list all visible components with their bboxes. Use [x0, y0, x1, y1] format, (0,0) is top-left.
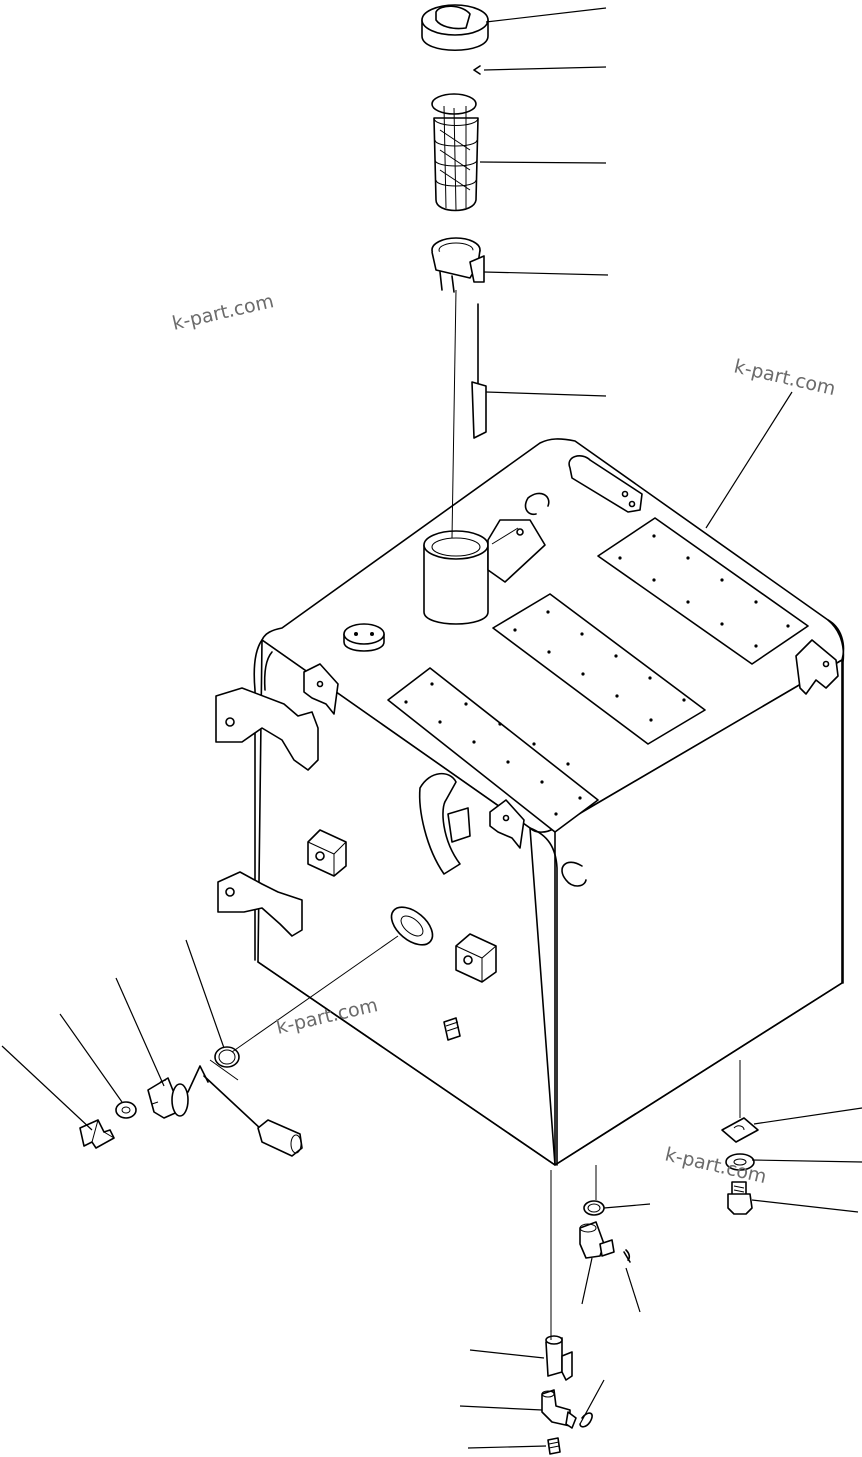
sensor-box-lower [455, 933, 497, 983]
drain-o-ring [583, 1200, 605, 1216]
top-cover-plate-left [387, 667, 599, 833]
watermark-text: k-part.com [663, 1143, 769, 1188]
assembly-center-lines [209, 289, 741, 1340]
mount-tab-front [489, 799, 525, 849]
watermark-text: k-part.com [732, 355, 838, 400]
drain-valve-tee [541, 1389, 577, 1429]
side-bracket-lower [217, 871, 303, 937]
level-gauge-rod [471, 303, 487, 439]
sender-float [257, 1119, 303, 1157]
side-hook [561, 861, 587, 887]
lock-plate [721, 1117, 759, 1143]
valve-pin [579, 1412, 593, 1428]
breather-hose [418, 772, 461, 875]
filler-adapter-ring [431, 237, 485, 293]
filler-neck [423, 519, 546, 625]
cap-pin [473, 65, 481, 75]
top-lifting-bracket [568, 455, 643, 513]
top-cover-plate-right [597, 517, 809, 665]
top-cover-plate-middle [492, 593, 706, 745]
filler-cap [421, 4, 489, 51]
top-hose-clip [524, 492, 550, 516]
valve-plug [547, 1437, 561, 1455]
vent-cap [343, 623, 385, 652]
tank-mount-bolt [727, 1181, 753, 1215]
drain-plug [443, 1017, 461, 1041]
washer [115, 1101, 137, 1119]
gauge-flange [390, 906, 434, 946]
mount-tab-left-rear [303, 663, 339, 715]
side-bracket-upper [215, 687, 319, 771]
fuel-level-sender [147, 1065, 263, 1131]
lock-washer [725, 1153, 755, 1171]
drain-valve-body [545, 1335, 573, 1381]
drain-elbow [579, 1221, 615, 1259]
filler-strainer [431, 93, 479, 212]
drain-pin [623, 1249, 631, 1263]
watermark-text: k-part.com [170, 290, 276, 335]
sensor-box-upper [307, 829, 347, 877]
mount-tab-right [795, 639, 839, 695]
callout-leader-lines [1, 7, 862, 1449]
